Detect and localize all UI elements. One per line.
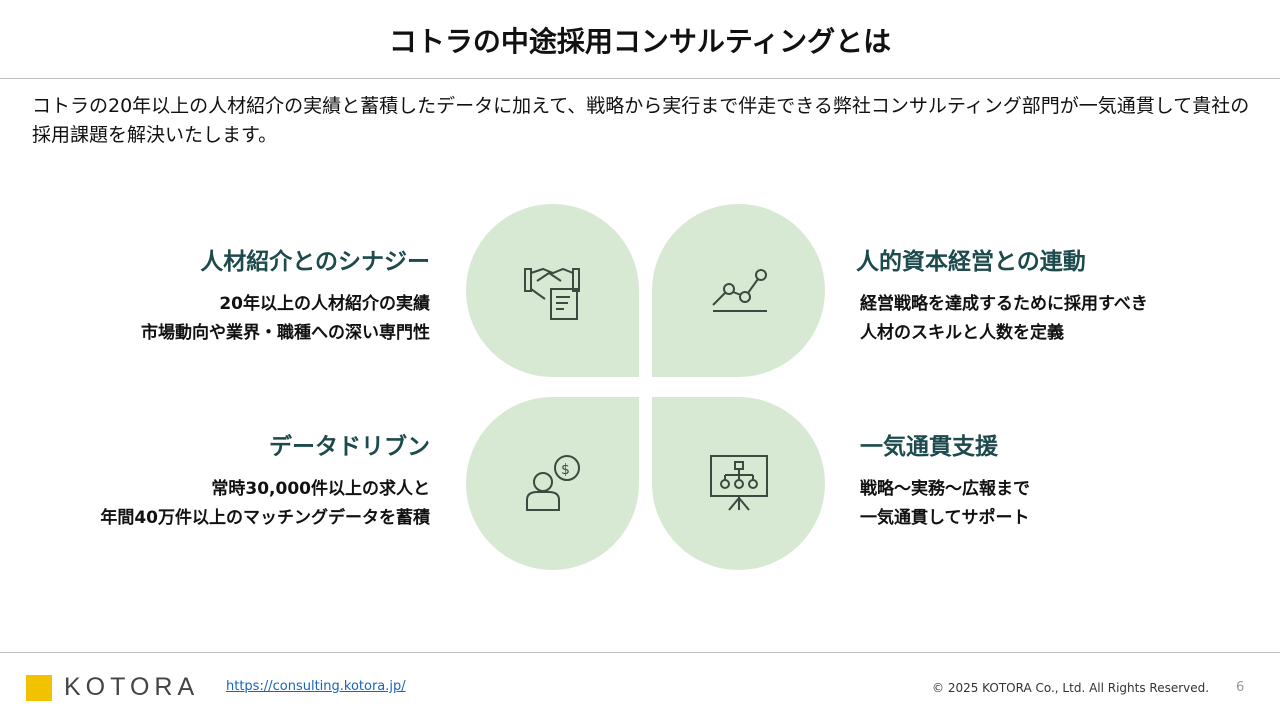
petal-human-capital: [652, 204, 825, 377]
line-chart-icon: [711, 268, 767, 312]
handshake-document-icon: [523, 267, 580, 320]
petal-synergy: [466, 204, 639, 377]
footer-divider: [0, 652, 1280, 653]
kotora-logo: KOTORA: [26, 673, 199, 702]
page-title: コトラの中途採用コンサルティングとは: [388, 25, 892, 58]
feature-line: 一気通貫してサポート: [860, 508, 1030, 528]
feature-line: 経営戦略を達成するために採用すべき: [860, 294, 1148, 314]
header-divider: [0, 78, 1280, 79]
feature-human-capital: 人的資本経営との連動 経営戦略を達成するために採用すべき 人材のスキルと人数を定…: [856, 242, 1256, 348]
page-number: 6: [1236, 680, 1245, 695]
feature-end-to-end: 一気通貫支援 戦略～実務～広報まで 一気通貫してサポート: [860, 427, 1260, 533]
feature-heading: 人的資本経営との連動: [856, 249, 1086, 275]
tiger-logo-icon: [26, 674, 52, 701]
feature-synergy: 人材紹介とのシナジー 20年以上の人材紹介の実績 市場動向や業界・職種への深い専…: [30, 242, 430, 348]
feature-line: 戦略～実務～広報まで: [860, 479, 1030, 499]
feature-heading: 人材紹介とのシナジー: [200, 249, 430, 275]
petal-data-driven: $: [466, 397, 639, 570]
feature-line: 20年以上の人材紹介の実績: [219, 294, 430, 314]
petal-end-to-end: [652, 397, 825, 570]
feature-heading: 一気通貫支援: [860, 434, 998, 460]
feature-line: 常時30,000件以上の求人と: [211, 479, 430, 499]
website-link[interactable]: https://consulting.kotora.jp/: [226, 679, 406, 694]
copyright: © 2025 KOTORA Co., Ltd. All Rights Reser…: [932, 681, 1210, 695]
feature-line: 年間40万件以上のマッチングデータを蓄積: [100, 508, 430, 528]
intro-text: コトラの20年以上の人材紹介の実績と蓄積したデータに加えて、戦略から実行まで伴走…: [32, 95, 1250, 146]
feature-data-driven: データドリブン 常時30,000件以上の求人と 年間40万件以上のマッチングデー…: [30, 427, 430, 533]
feature-line: 人材のスキルと人数を定義: [860, 323, 1064, 343]
feature-heading: データドリブン: [269, 434, 430, 460]
person-dollar-icon: $: [525, 454, 580, 511]
feature-line: 市場動向や業界・職種への深い専門性: [141, 323, 430, 343]
presentation-org-chart-icon: [709, 454, 768, 511]
logo-text: KOTORA: [64, 673, 200, 701]
svg-text:$: $: [561, 462, 570, 478]
